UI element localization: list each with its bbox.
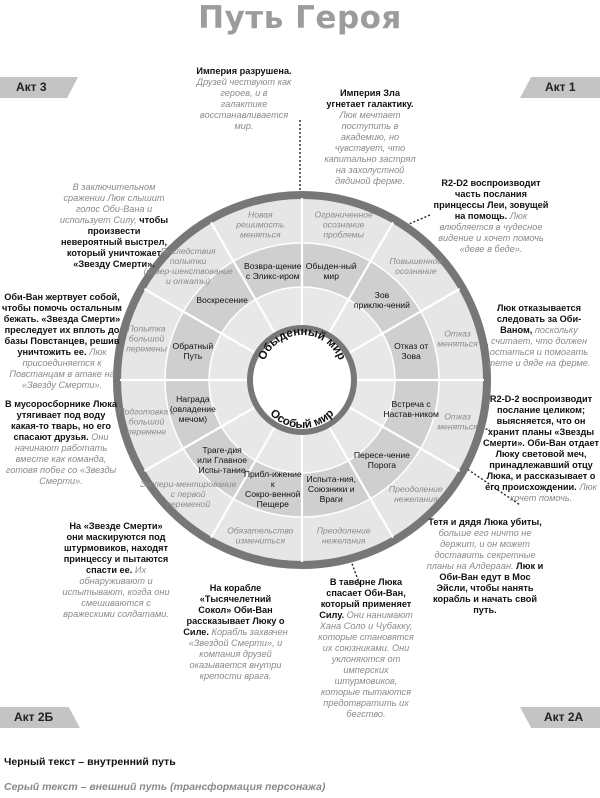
annotation-tests-allies: В таверне Люка спасает Оби-Ван, который …	[318, 577, 414, 719]
spoke-3	[349, 288, 461, 354]
annotation-road-back: Оби-Ван жертвует собой, чтобы помочь ост…	[2, 292, 122, 390]
annotation-return-elixir: Империя разрушена. Друзей чествуют как г…	[196, 66, 292, 131]
annotation-resurrection: В заключительном сражении Люк слышит гол…	[59, 182, 169, 269]
spoke-6	[328, 427, 394, 539]
connector-4	[469, 424, 491, 431]
page-title: Путь Героя	[198, 0, 402, 36]
annotation-threshold: Тетя и дядя Люка убиты, больше его ничто…	[426, 517, 544, 615]
spoke-2	[328, 221, 394, 333]
act-2b-tab: Акт 2Б	[0, 707, 80, 728]
annotation-refusal: Люк отказывается следовать за Оби-Ваном,…	[487, 303, 591, 368]
spoke-8	[210, 427, 276, 539]
act-2a-tab: Акт 2А	[520, 707, 600, 728]
act-1-tab: Акт 1	[520, 77, 600, 98]
spoke-12	[210, 221, 276, 333]
annotation-call-to-adventure: R2-D2 воспроизводит часть послания принц…	[433, 178, 549, 254]
connector-6	[344, 544, 361, 586]
legend-black-text: Черный текст – внутренний путь	[4, 756, 176, 768]
spoke-11	[143, 288, 255, 354]
annotation-reward: В мусоросборнике Люка утягивает под воду…	[5, 399, 117, 486]
legend-gray-text: Серый текст – внешний путь (трансформаци…	[4, 781, 326, 793]
annotation-approach-cave: На корабле «Тысячелетний Сокол» Оби-Ван …	[183, 583, 288, 681]
spoke-5	[349, 406, 461, 472]
act-3-tab: Акт 3	[0, 77, 78, 98]
annotation-mentor: R2-D-2 воспроизводит послание целиком; в…	[483, 394, 599, 503]
annotation-act1-ordinary-world: Империя Зла угнетает галактику. Люк мечт…	[324, 88, 416, 186]
annotation-ordeal: На «Звезде Смерти» они маскируются под ш…	[62, 521, 170, 619]
inner-stage-11: Воскресение	[196, 295, 248, 305]
center-circle	[247, 325, 357, 435]
spoke-9	[143, 406, 255, 472]
